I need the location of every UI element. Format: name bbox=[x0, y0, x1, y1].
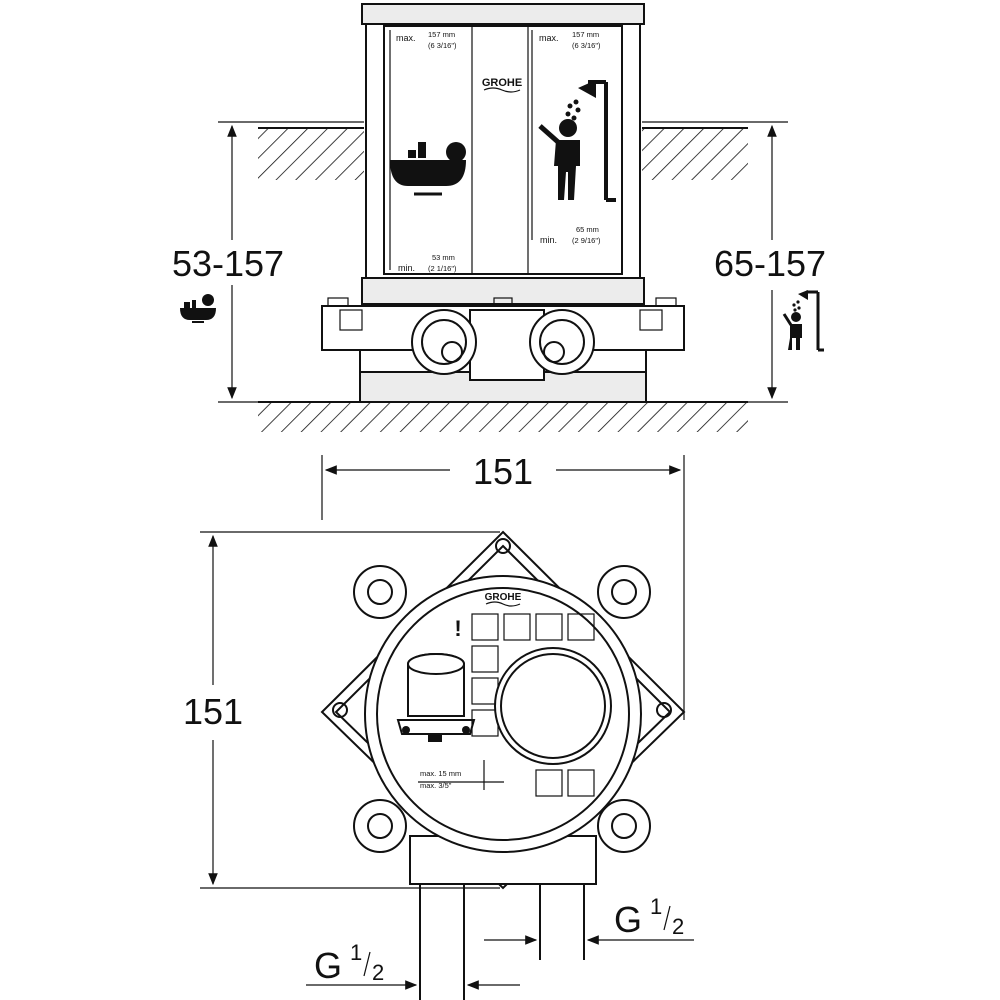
grohe-logo: GROHE bbox=[482, 77, 522, 93]
supply-pipes bbox=[419, 884, 585, 1000]
svg-text:53 mm: 53 mm bbox=[432, 253, 455, 262]
bathtub-depth-label: max. 157 mm (6 3/16") min. 53 mm (2 1/16… bbox=[389, 30, 457, 273]
svg-text:(2 1/16"): (2 1/16") bbox=[428, 264, 457, 273]
valve-base bbox=[321, 277, 685, 403]
width-dimension: 151 bbox=[473, 451, 533, 492]
svg-text:GROHE: GROHE bbox=[485, 592, 522, 603]
wall-hatch-right bbox=[642, 127, 748, 180]
wall-hatch-left bbox=[258, 127, 364, 180]
bathtub-icon bbox=[180, 294, 216, 323]
side-view: 53-157 65-157 bbox=[172, 3, 826, 432]
top-view: 151 151 bbox=[183, 451, 694, 1000]
left-depth-dimension: 53-157 bbox=[172, 243, 284, 284]
shower-depth-label: max. 157 mm (6 3/16") min. 65 mm (2 9/16… bbox=[531, 30, 601, 245]
svg-text:GROHE: GROHE bbox=[482, 77, 522, 89]
floor-hatch bbox=[258, 401, 748, 432]
svg-text:2: 2 bbox=[372, 960, 384, 985]
svg-text:157 mm: 157 mm bbox=[572, 30, 599, 39]
svg-text:65 mm: 65 mm bbox=[576, 225, 599, 234]
grohe-logo-top: GROHE bbox=[485, 592, 522, 607]
svg-text:max.: max. bbox=[539, 33, 559, 43]
svg-text:G: G bbox=[314, 945, 342, 986]
svg-text:max.: max. bbox=[396, 33, 416, 43]
svg-text:(6 3/16"): (6 3/16") bbox=[572, 41, 601, 50]
height-dimension: 151 bbox=[183, 691, 243, 732]
warning-icon: ! bbox=[454, 616, 461, 641]
right-depth-dimension: 65-157 bbox=[714, 243, 826, 284]
right-connection-label: G 1 2 bbox=[484, 894, 694, 945]
shower-box-icon bbox=[538, 80, 616, 202]
svg-text:G: G bbox=[614, 899, 642, 940]
svg-text:min.: min. bbox=[398, 263, 415, 273]
svg-text:(2 9/16"): (2 9/16") bbox=[572, 236, 601, 245]
plaster-guard bbox=[494, 647, 612, 765]
svg-text:max. 15 mm: max. 15 mm bbox=[420, 769, 461, 778]
tile-note: max. 15 mm max. 3/5" bbox=[418, 760, 504, 790]
svg-text:(6 3/16"): (6 3/16") bbox=[428, 41, 457, 50]
svg-text:min.: min. bbox=[540, 235, 557, 245]
svg-text:1: 1 bbox=[350, 940, 362, 965]
svg-text:max. 3/5": max. 3/5" bbox=[420, 781, 452, 790]
svg-text:157 mm: 157 mm bbox=[428, 30, 455, 39]
bathtub-box-icon bbox=[390, 142, 466, 196]
cartridge-icon bbox=[396, 653, 476, 742]
left-connection-label: G 1 2 bbox=[306, 940, 520, 990]
shower-person-icon bbox=[782, 290, 824, 352]
mounting-box bbox=[361, 3, 645, 279]
svg-text:2: 2 bbox=[672, 914, 684, 939]
svg-text:1: 1 bbox=[650, 894, 662, 919]
